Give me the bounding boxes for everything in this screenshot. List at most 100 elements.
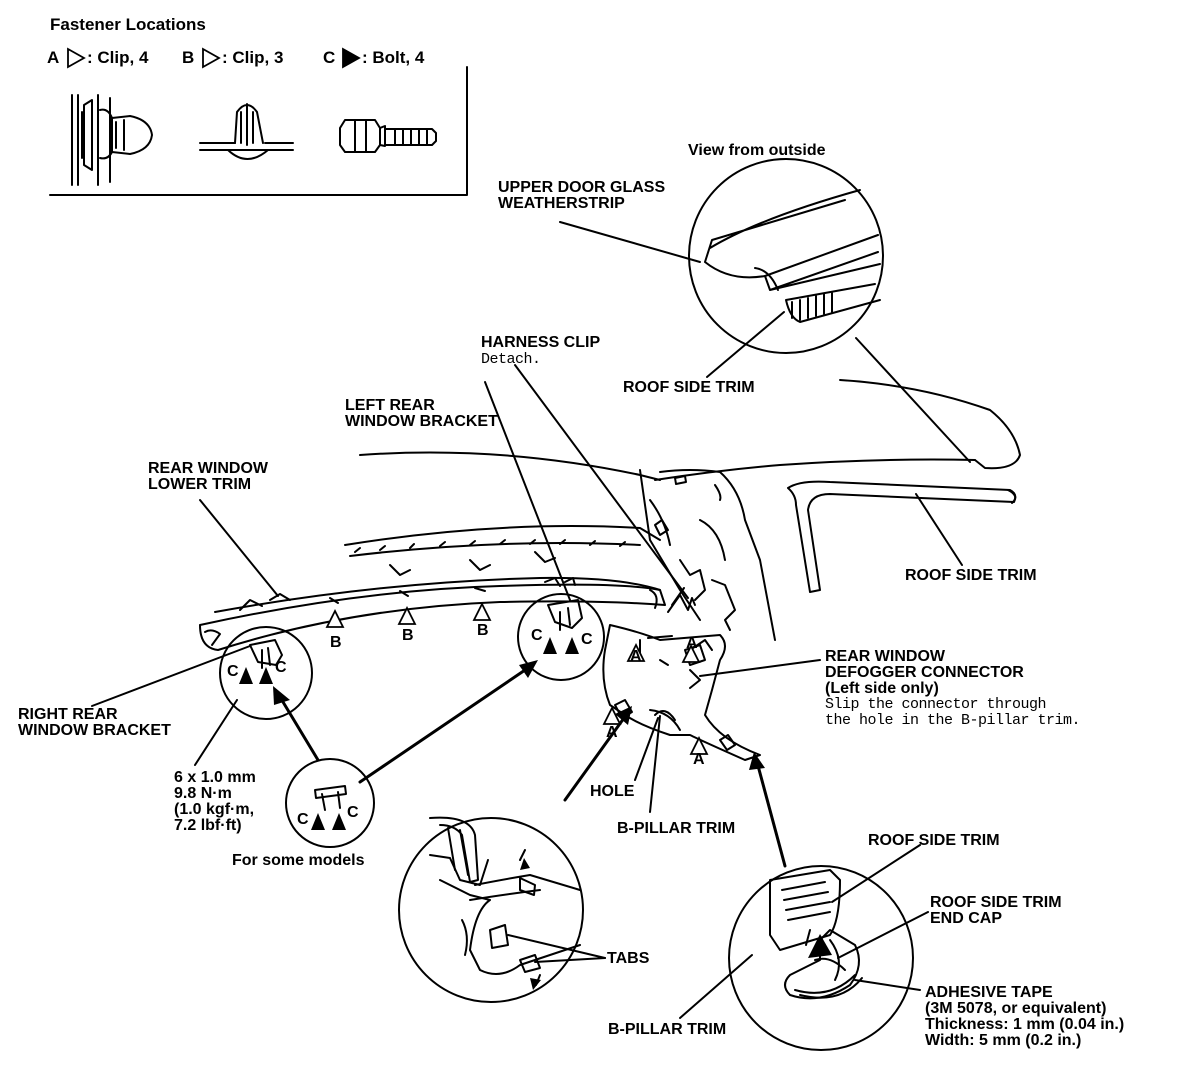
label-hole: HOLE	[590, 783, 635, 800]
legend-a-letter: A	[47, 48, 60, 67]
marker-b-triangle	[397, 605, 417, 625]
marker-a-letter: A	[630, 648, 642, 665]
label-end-cap-1: ROOF SIDE TRIM	[930, 894, 1062, 911]
leader-b-pillar-bottom	[679, 954, 753, 1019]
leader-tab-2	[534, 957, 606, 963]
clip-a-symbol-icon	[67, 47, 86, 69]
label-adhesive-1: ADHESIVE TAPE	[925, 984, 1053, 1001]
note-harness-clip: Detach.	[481, 351, 541, 368]
marker-a-triangle	[681, 643, 701, 663]
marker-a-triangle	[689, 735, 709, 755]
leader-rear-window-lower	[199, 499, 279, 597]
label-weatherstrip-1: UPPER DOOR GLASS	[498, 179, 666, 196]
legend-title: Fastener Locations	[50, 15, 206, 34]
legend-a-text: : Clip, 4	[87, 48, 149, 67]
legend-box	[49, 66, 468, 196]
bolt-c-symbol-icon	[342, 47, 361, 69]
marker-c-letter: C	[581, 631, 593, 648]
marker-a-triangle	[602, 705, 622, 725]
clip-a-illustration	[71, 94, 153, 186]
label-defogger-3: (Left side only)	[825, 680, 939, 697]
legend-b-text: : Clip, 3	[222, 48, 284, 67]
marker-c-triangle	[543, 637, 557, 654]
marker-c-letter: C	[347, 804, 359, 821]
bolt-c-illustration	[339, 119, 437, 153]
inset-circle-some-models	[285, 758, 375, 848]
marker-b-triangle	[325, 608, 345, 628]
note-defogger-2: the hole in the B-pillar trim.	[825, 712, 1081, 729]
inset-circle-tabs	[398, 817, 584, 1003]
marker-c-letter: C	[297, 811, 309, 828]
leader-weatherstrip	[559, 221, 701, 263]
leader-roof-trim-bottom	[831, 844, 921, 903]
arrow-to-pillar-from-cap	[755, 760, 787, 868]
marker-c-triangle	[332, 813, 346, 830]
label-for-some-models: For some models	[232, 852, 365, 869]
legend-c-letter: C	[323, 48, 336, 67]
b-pillar-trim	[602, 624, 761, 761]
label-adhesive-2: (3M 5078, or equivalent)	[925, 1000, 1107, 1017]
arrow-to-pillar-from-tabs	[563, 716, 626, 802]
label-spec-3: (1.0 kgf·m,	[174, 801, 255, 818]
leader-harness-clip	[514, 364, 689, 599]
arrow-to-left-bracket	[358, 666, 530, 784]
note-defogger-1: Slip the connector through	[825, 696, 1047, 713]
roof-side-trim-rail	[787, 480, 1017, 593]
marker-b-triangle	[472, 601, 492, 621]
label-adhesive-3: Thickness: 1 mm (0.04 in.)	[925, 1016, 1125, 1033]
leader-defogger	[699, 659, 821, 677]
arrow-to-right-bracket	[278, 695, 320, 762]
marker-c-letter: C	[227, 663, 239, 680]
clip-b-illustration	[199, 103, 294, 160]
leader-hole	[634, 717, 659, 781]
label-end-cap-2: END CAP	[930, 910, 1003, 927]
arrowhead-right-bracket	[273, 686, 290, 705]
marker-b-letter: B	[330, 634, 342, 651]
label-spec-1: 6 x 1.0 mm	[174, 769, 256, 786]
marker-b-letter: B	[402, 627, 414, 644]
rear-window-lower-trim	[199, 583, 666, 651]
label-view-from-outside: View from outside	[688, 142, 826, 159]
label-rear-window-lower-1: REAR WINDOW	[148, 460, 268, 477]
label-b-pillar-trim-mid: B-PILLAR TRIM	[617, 820, 736, 837]
inset-circle-weatherstrip	[688, 158, 884, 354]
marker-a-letter: A	[693, 751, 705, 768]
leader-tab-1	[507, 934, 606, 959]
leader-adhesive	[854, 979, 921, 991]
marker-a-letter: A	[686, 635, 698, 652]
leader-end-cap	[837, 911, 929, 959]
marker-c-triangle	[259, 667, 273, 684]
inset-circle-left-bracket	[517, 593, 605, 681]
label-roof-side-trim-right: ROOF SIDE TRIM	[905, 567, 1037, 584]
arrowhead-pillar-cap	[749, 752, 765, 770]
clip-b-symbol-icon	[202, 47, 221, 69]
label-roof-side-trim-bottom: ROOF SIDE TRIM	[868, 832, 1000, 849]
label-harness-clip: HARNESS CLIP	[481, 334, 601, 351]
marker-a-triangle	[626, 642, 646, 662]
label-adhesive-4: Width: 5 mm (0.2 in.)	[925, 1032, 1082, 1049]
marker-c-triangle	[239, 667, 253, 684]
leader-b-pillar-mid	[649, 715, 661, 813]
legend-c-text: : Bolt, 4	[362, 48, 425, 67]
marker-c-triangle	[311, 813, 325, 830]
inset-circle-end-cap	[728, 865, 914, 1051]
label-roof-side-trim-top: ROOF SIDE TRIM	[623, 379, 755, 396]
inset-circle-right-bracket	[219, 626, 313, 720]
roof-side-trim-end	[769, 869, 841, 951]
label-weatherstrip-2: WEATHERSTRIP	[498, 195, 625, 212]
marker-c-letter: C	[531, 627, 543, 644]
label-rear-window-lower-2: LOWER TRIM	[148, 476, 252, 493]
leader-roof-trim-top	[706, 311, 785, 378]
arrowhead-left-bracket	[519, 660, 538, 678]
leader-roof-trim-right	[915, 493, 963, 566]
label-right-rear-2: WINDOW BRACKET	[18, 722, 171, 739]
arrowhead-pillar-tabs	[615, 706, 632, 725]
legend-b-letter: B	[182, 48, 195, 67]
marker-c-triangle	[565, 637, 579, 654]
leader-spec	[194, 699, 238, 766]
label-defogger-1: REAR WINDOW	[825, 648, 945, 665]
marker-a-letter: A	[606, 724, 618, 741]
label-b-pillar-trim-bottom: B-PILLAR TRIM	[608, 1021, 727, 1038]
leader-left-rear-bracket	[484, 381, 571, 601]
